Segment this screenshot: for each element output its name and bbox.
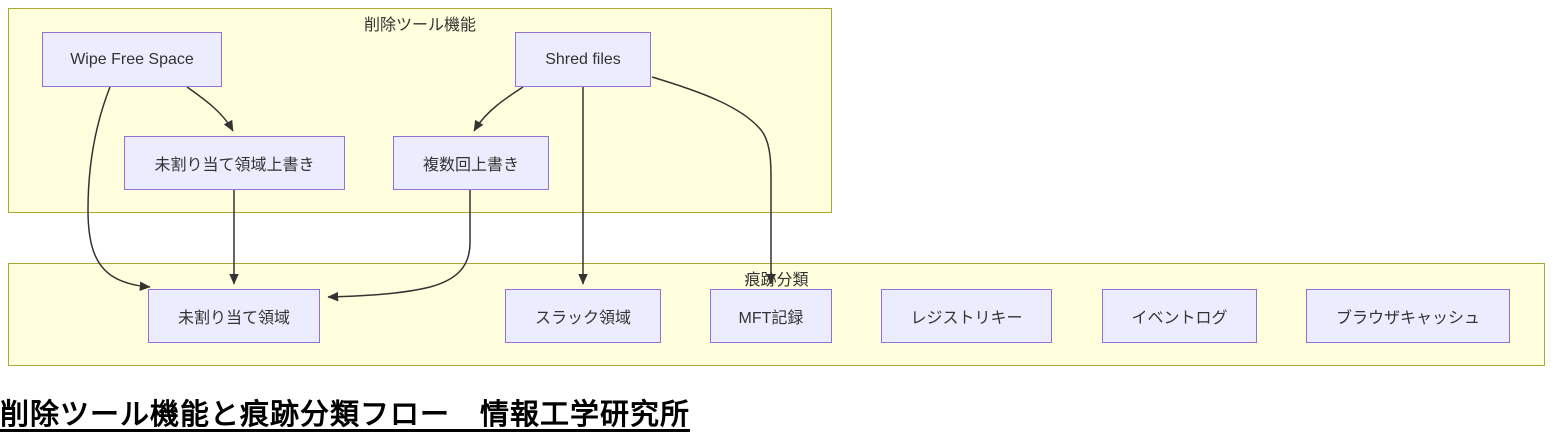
node-slack-area: スラック領域 [505, 289, 661, 343]
cluster-trace-classification-label: 痕跡分類 [744, 272, 809, 289]
node-mft-record-label: MFT記録 [738, 310, 804, 327]
edge-shred-to-mft-record [651, 76, 776, 285]
cluster-deletion-tool-functions-label: 削除ツール機能 [363, 17, 476, 34]
node-multiple-overwrite-label: 複数回上書き [422, 157, 519, 174]
node-registry-key-label: レジストリキー [910, 310, 1023, 327]
edge-wipe-to-unallocated-area [87, 86, 151, 292]
node-wipe-free-space-label: Wipe Free Space [70, 50, 194, 68]
node-unallocated-area: 未割り当て領域 [148, 289, 320, 343]
node-shred-files-label: Shred files [545, 50, 621, 68]
node-multiple-overwrite: 複数回上書き [393, 136, 549, 190]
node-slack-area-label: スラック領域 [534, 310, 631, 327]
node-browser-cache: ブラウザキャッシュ [1306, 289, 1510, 343]
node-overwrite-unallocated-label: 未割り当て領域上書き [154, 157, 315, 174]
node-overwrite-unallocated: 未割り当て領域上書き [124, 136, 345, 190]
edge-wipe-to-overwrite-unallocated [186, 86, 234, 132]
node-browser-cache-label: ブラウザキャッシュ [1335, 310, 1480, 327]
node-registry-key: レジストリキー [881, 289, 1052, 343]
node-mft-record: MFT記録 [710, 289, 832, 343]
edge-shred-to-multiple-overwrite [473, 86, 524, 132]
node-shred-files: Shred files [515, 32, 651, 87]
node-event-log-label: イベントログ [1131, 310, 1228, 327]
diagram-title: 削除ツール機能と痕跡分類フロー 情報工学研究所 [0, 399, 691, 431]
node-wipe-free-space: Wipe Free Space [42, 32, 222, 87]
node-unallocated-area-label: 未割り当て領域 [177, 310, 290, 327]
node-event-log: イベントログ [1102, 289, 1257, 343]
edge-multiple-overwrite-to-unallocated-area [327, 190, 471, 302]
